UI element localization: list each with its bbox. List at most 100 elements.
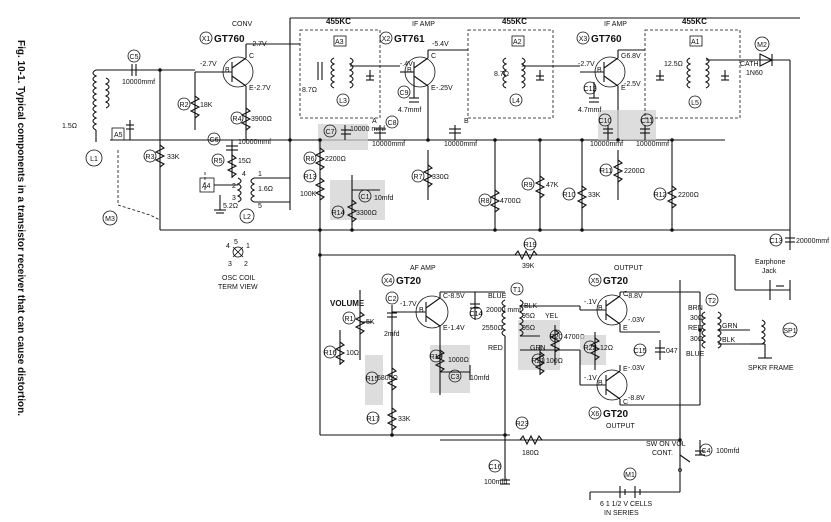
svg-text:BLUE: BLUE [488,293,507,300]
svg-text:3: 3 [232,195,236,202]
svg-text:-8.5V: -8.5V [448,293,465,300]
svg-text:2200Ω: 2200Ω [624,168,645,175]
detector-diode-m2: M2 CATH 1N60 [740,36,790,77]
svg-text:100mfd: 100mfd [716,448,739,455]
resistor-r3: R3 33K [143,70,180,230]
svg-text:100K: 100K [300,191,317,198]
svg-text:R1: R1 [345,316,354,323]
svg-text:C: C [623,399,628,406]
output-stage-x6: B E C -.1V -.03V -8.8V X6 GT20 OUTPUT [579,306,700,430]
svg-text:1.6Ω: 1.6Ω [258,186,273,193]
svg-text:OSC COIL: OSC COIL [222,275,256,282]
svg-text:C12: C12 [584,86,597,93]
svg-text:30Ω: 30Ω [690,315,703,322]
svg-text:T2: T2 [708,298,716,305]
svg-text:OUTPUT: OUTPUT [614,265,644,272]
svg-text:L4: L4 [512,98,520,105]
svg-text:-5.4V: -5.4V [432,41,449,48]
svg-text:3: 3 [228,261,232,268]
svg-text:95Ω: 95Ω [522,313,535,320]
figure-caption: Fig. 10-1. Typical components in a trans… [15,40,26,416]
svg-text:10000mmf: 10000mmf [444,141,477,148]
svg-text:-.1V: -.1V [584,375,597,382]
svg-text:455KC: 455KC [502,17,527,26]
svg-text:10000mmf: 10000mmf [238,139,271,146]
svg-text:-8.8V: -8.8V [626,293,643,300]
svg-text:C: C [621,53,626,60]
driver-transformer-t1: C14 20000 mmf T1 BLUE BLK RED GRN YEL 25… [470,282,580,435]
af-amp-stage-x4: AF AMP X4 GT20 B C E -1.7V -8.5V -1.4V R… [381,265,505,395]
svg-text:GRN: GRN [530,345,546,352]
svg-text:R13: R13 [304,174,317,181]
if-transformer-a1: 455KC A1 L5 12.5Ω [644,17,760,119]
svg-text:47K: 47K [546,182,559,189]
resistor-r23: R23 180Ω [516,416,543,457]
svg-text:A3: A3 [335,39,344,46]
capacitor-c5: C5 10000mmf [120,49,195,86]
svg-text:4: 4 [242,171,246,178]
svg-text:IN SERIES: IN SERIES [604,510,639,517]
svg-text:E: E [621,85,626,92]
svg-text:R14: R14 [332,210,345,217]
svg-text:B: B [225,67,230,74]
svg-text:E: E [623,366,628,373]
output-bias-resistors: R20 4700Ω R21 100Ω [532,325,585,375]
svg-text:E: E [443,325,448,332]
svg-text:GT760: GT760 [214,34,245,45]
svg-text:15Ω: 15Ω [238,158,251,165]
svg-text:E: E [431,85,436,92]
if-transformer-a3: 455KC A3 L3 8.7Ω [299,17,400,119]
svg-text:C10: C10 [599,118,612,125]
svg-text:R19: R19 [524,242,537,249]
svg-text:X6: X6 [591,411,600,418]
svg-text:1: 1 [246,243,250,250]
svg-text:C: C [623,291,628,298]
svg-text:OUTPUT: OUTPUT [606,423,636,430]
power-switch: SW ON VOL CONT. [646,441,691,492]
svg-text:2200Ω: 2200Ω [678,192,699,199]
svg-text:-.03V: -.03V [628,317,645,324]
battery-m1: M1 6 1 1/2 V CELLS IN SERIES [589,467,680,517]
l1-resistance: 1.5Ω [62,123,77,130]
antenna-coil-l1: L1 1.5Ω A5 [62,69,134,167]
svg-text:C8: C8 [388,120,397,127]
svg-text:6 1 1/2 V CELLS: 6 1 1/2 V CELLS [600,501,652,508]
if-amp-stage-x2: IF AMP X2 GT761 B C E -.4V -5.4V -.25V [379,21,468,140]
svg-text:1: 1 [258,171,262,178]
svg-text:GT20: GT20 [396,276,421,287]
resistor-r19: R19 39K [514,237,538,270]
svg-text:R3: R3 [146,154,155,161]
svg-text:VOLUME: VOLUME [330,299,365,308]
svg-text:CONV: CONV [232,21,253,28]
svg-text:SP1: SP1 [783,328,796,335]
svg-text:4700Ω: 4700Ω [564,334,585,341]
capacitor-c16: C16 100mfd [484,435,510,486]
svg-text:Earphone: Earphone [755,259,785,266]
svg-text:E: E [623,325,628,332]
svg-text:-.1V: -.1V [584,299,597,306]
svg-text:C14: C14 [470,311,483,318]
svg-text:-1.4V: -1.4V [448,325,465,332]
svg-text:1N60: 1N60 [746,70,763,77]
svg-text:10Ω: 10Ω [346,350,359,357]
output-transformer-t2: T2 BRN 30Ω RED 30Ω BLUE GRN BLK [686,292,750,405]
svg-text:455KC: 455KC [682,17,707,26]
svg-text:2550Ω: 2550Ω [482,325,503,332]
svg-text:IF AMP: IF AMP [412,21,435,28]
svg-text:3900Ω: 3900Ω [251,116,272,123]
emitter-network: R22 12Ω C15 .047 [580,332,678,370]
svg-text:4.7mmf: 4.7mmf [398,107,421,114]
svg-text:-2.7V: -2.7V [200,61,217,68]
svg-text:C13: C13 [770,238,783,245]
svg-text:.047: .047 [664,348,678,355]
svg-text:C9: C9 [400,90,409,97]
svg-text:M2: M2 [757,42,767,49]
svg-text:B: B [598,305,603,312]
l1-label: L1 [90,156,98,163]
svg-text:R12: R12 [654,192,667,199]
svg-text:BLUE: BLUE [686,351,705,358]
svg-text:R4: R4 [233,116,242,123]
svg-text:R15: R15 [366,376,379,383]
svg-text:C6: C6 [210,137,219,144]
svg-text:B: B [407,67,412,74]
